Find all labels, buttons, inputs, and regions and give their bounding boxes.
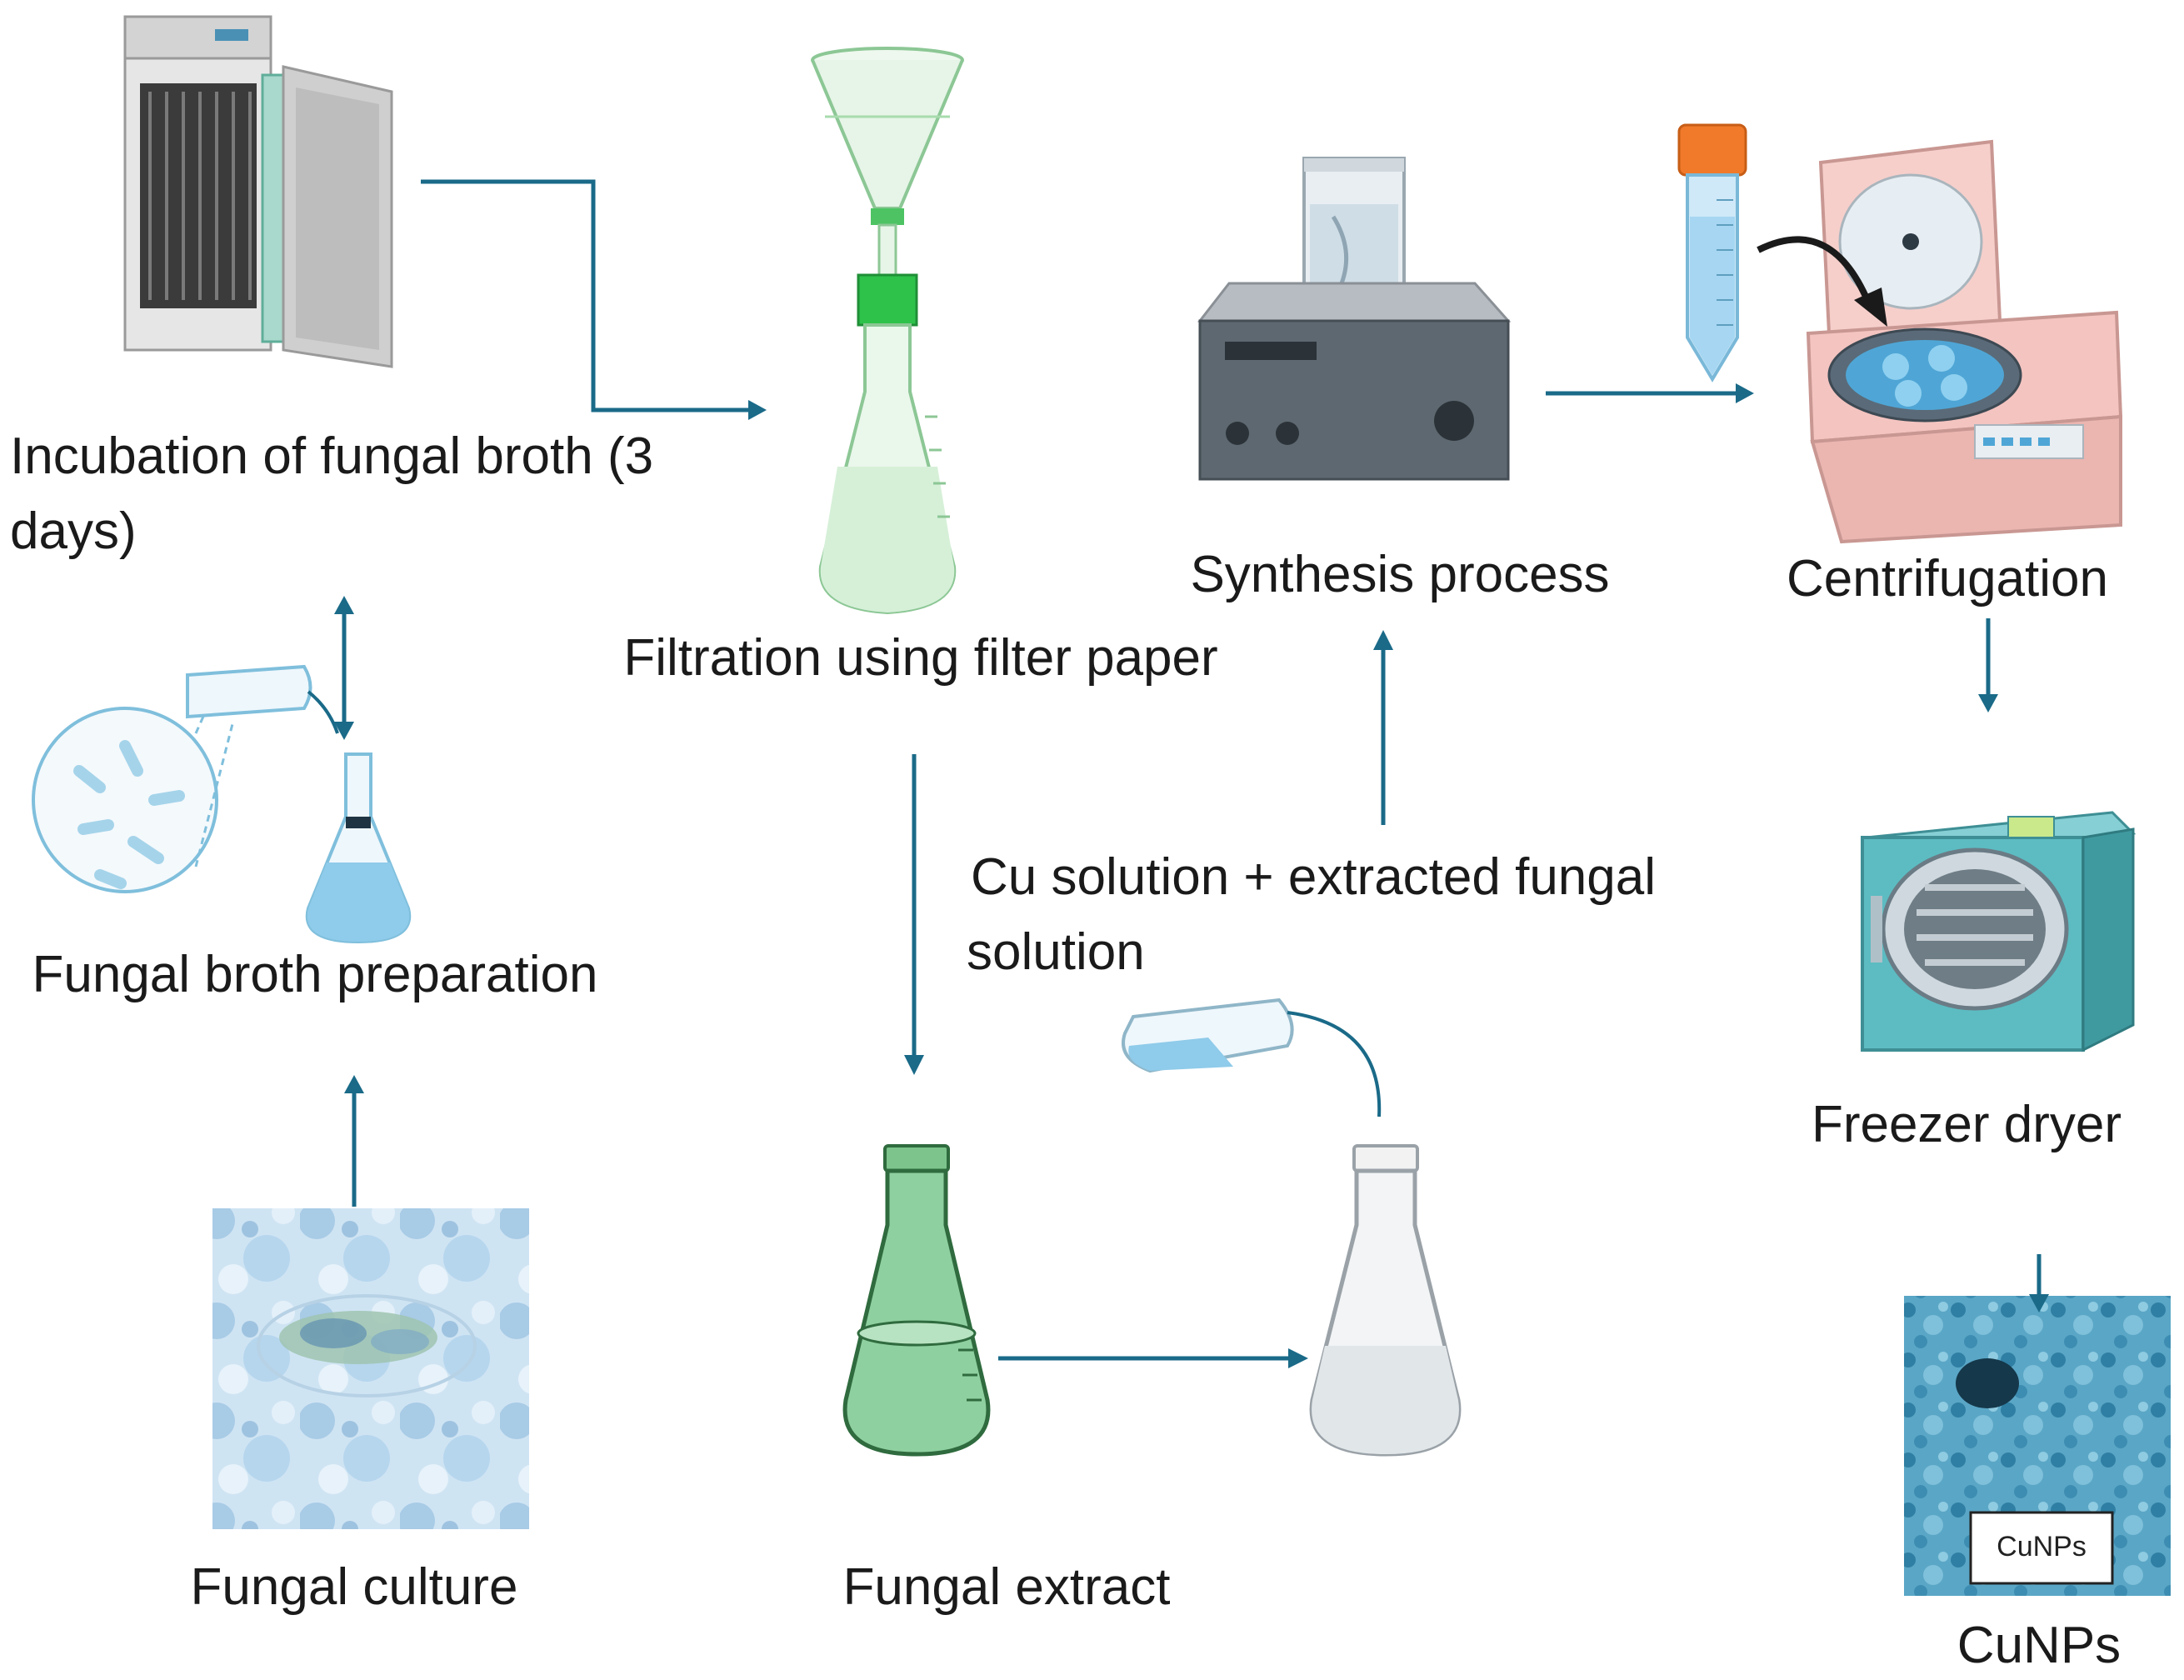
arrow-broth-to-incubation: [334, 596, 354, 740]
incubator-icon: [123, 15, 393, 368]
insert-arrow-icon: [1757, 236, 1874, 310]
pouring-beaker-icon: [1122, 998, 1462, 1457]
arrow-incubation-to-filtration: [421, 179, 767, 420]
label-incubation: Incubation of fungal broth (3: [10, 428, 653, 485]
freeze-dryer-icon: [1861, 811, 2137, 1052]
label-fungal-culture: Fungal culture: [191, 1558, 518, 1616]
label-fungal-extract: Fungal extract: [843, 1558, 1171, 1616]
label-cunps: CuNPs: [1957, 1617, 2121, 1674]
magnetic-stirrer-icon: [1197, 157, 1512, 481]
arrow-dryer-to-cunps: [2029, 1254, 2049, 1312]
cunps-tag-text: CuNPs: [1997, 1531, 2087, 1562]
label-cu-solution-cont: solution: [967, 923, 1145, 981]
arrow-synthesis-to-centrifugation: [1546, 383, 1754, 403]
arrow-culture-to-broth: [344, 1075, 364, 1207]
centrifuge-icon: [1806, 139, 2123, 544]
label-centrifugation: Centrifugation: [1787, 550, 2108, 608]
arrow-mixing-to-synthesis: [1373, 630, 1393, 825]
centrifuge-tube-icon: [1677, 123, 1747, 382]
insert-arrow-head: [1854, 288, 1887, 327]
arrow-filtration-to-extract: [904, 754, 924, 1075]
pouring-flask-icon: [32, 664, 412, 944]
label-filtration: Filtration using filter paper: [623, 629, 1217, 687]
cunp-powder-image: CuNPs: [1904, 1296, 2171, 1596]
funnel-flask-icon: [811, 47, 964, 615]
green-flask-icon: [842, 1144, 991, 1457]
cunps-tag-box: [1969, 1511, 2114, 1585]
label-freezer-dryer: Freezer dryer: [1812, 1096, 2122, 1153]
label-incubation-cont: days): [10, 502, 137, 560]
arrow-extract-to-mixing: [998, 1348, 1308, 1368]
arrow-centrifugation-to-dryer: [1978, 618, 1998, 712]
label-synthesis: Synthesis process: [1190, 546, 1609, 603]
fungal-culture-image: [212, 1208, 529, 1529]
label-broth-preparation: Fungal broth preparation: [32, 946, 597, 1003]
label-cu-solution: Cu solution + extracted fungal: [971, 848, 1656, 906]
